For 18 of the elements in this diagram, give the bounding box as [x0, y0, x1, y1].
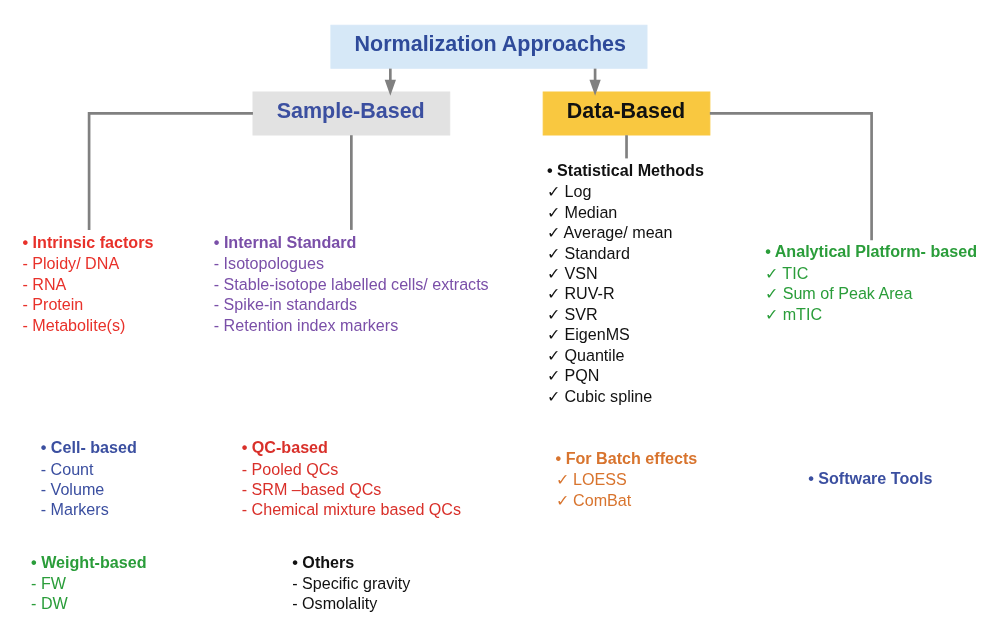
connector: [709, 111, 873, 240]
node-text: • Intrinsic factors - Ploidy/ DNA - RNA - Protein - Metabolite(s): [22, 232, 154, 334]
node-text: • Weight-based - FW - DW: [31, 552, 147, 612]
connector: [87, 111, 253, 230]
node-text: • Others - Specific gravity - Osmolality: [292, 552, 411, 612]
node-box: Data-Based: [542, 90, 711, 135]
node-text: • For Batch effects ✓ LOESS ✓ ComBat: [555, 448, 698, 509]
node-text: • QC-based - Pooled QCs - SRM –based QCs - Chemical mixture based QCs: [241, 437, 462, 518]
node-box: Sample-Based: [252, 90, 451, 135]
node-text: • Cell- based - Count - Volume - Markers: [40, 437, 137, 518]
connector: [625, 134, 628, 158]
connector: [350, 134, 353, 230]
node-text: • Analytical Platform- based ✓ TIC ✓ Sum of Peak Area ✓ mTIC: [765, 241, 978, 323]
node-box: Normalization Approaches: [330, 24, 648, 69]
node-text: • Software Tools: [808, 468, 933, 487]
arrow: [384, 68, 396, 96]
node-text: • Internal Standard - Isotopologues - Stable-isotope labelled cells/ extracts - Spike-in standards - Retention index markers: [213, 232, 489, 334]
node-text: • Statistical Methods ✓ Log ✓ Median ✓ Average/ mean ✓ Standard ✓ VSN ✓ RUV-R ✓ SVR ✓ EigenMS ✓ Quantile ✓ PQN ✓ Cubic spline: [546, 160, 704, 404]
